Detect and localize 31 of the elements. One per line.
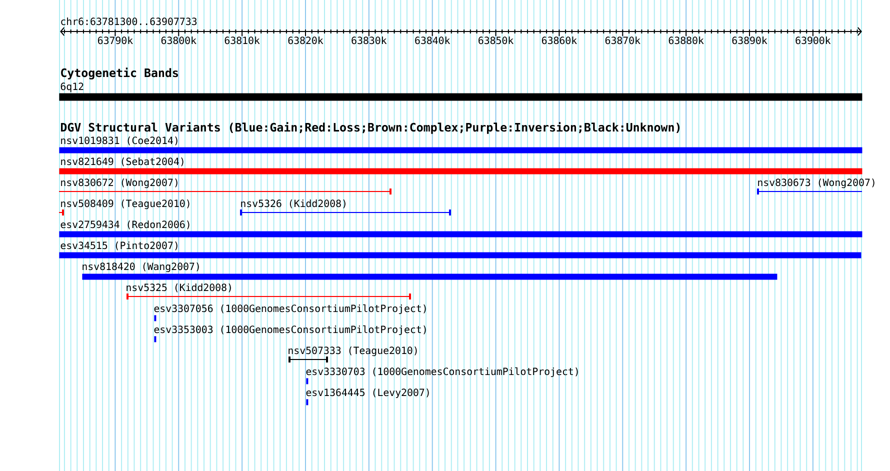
feature-label: esv2759434 (Redon2006) xyxy=(60,220,190,230)
tick-label: 63810k xyxy=(224,36,260,44)
band-label: 6q12 xyxy=(60,82,84,92)
feature-label: nsv1019831 (Coe2014) xyxy=(61,136,178,146)
tick-label: 63880k xyxy=(668,36,704,44)
track-heading: Cytogenetic Bands xyxy=(61,68,178,80)
feature-label: esv34515 (Pinto2007) xyxy=(60,241,178,250)
tick-label: 63890k xyxy=(732,36,768,44)
feature-label: esv3307056 (1000GenomesConsortiumPilotProject) xyxy=(154,304,426,314)
feature-label: esv3330703 (1000GenomesConsortiumPilotProject) xyxy=(306,367,578,378)
tick-label: 63870k xyxy=(605,36,640,44)
feature-label: nsv508409 (Teague2010) xyxy=(61,199,190,210)
feature-label: nsv818420 (Wang2007) xyxy=(82,262,199,272)
feature-label: esv3353003 (1000GenomesConsortiumPilotProject) xyxy=(154,325,426,336)
tick-label: 63840k xyxy=(415,36,450,44)
range-label: chr6:63781300..63907733 xyxy=(61,17,197,26)
feature-label: esv1364445 (Levy2007) xyxy=(306,388,429,398)
tick-label: 63830k xyxy=(352,36,387,44)
feature-label: nsv821649 (Sebat2004) xyxy=(61,157,184,166)
tick-label: 63790k xyxy=(98,36,133,44)
feature-label: nsv830673 (Wong2007) xyxy=(758,178,874,188)
tick-label: 63820k xyxy=(288,36,324,44)
tick-label: 63900k xyxy=(796,36,831,44)
tick-label: 63800k xyxy=(161,36,196,44)
tick-label: 63850k xyxy=(478,36,514,44)
feature-label: nsv5325 (Kidd2008) xyxy=(126,283,231,292)
feature-label: nsv830672 (Wong2007) xyxy=(61,178,178,188)
feature-label: nsv5326 (Kidd2008) xyxy=(241,199,346,208)
tick-label: 63860k xyxy=(542,36,577,44)
feature-label: nsv507333 (Teague2010) xyxy=(288,346,417,356)
track-heading: DGV Structural Variants (Blue:Gain;Red:Loss;Brown:Complex;Purple:Inversion;Black:Unknown) xyxy=(61,122,680,134)
